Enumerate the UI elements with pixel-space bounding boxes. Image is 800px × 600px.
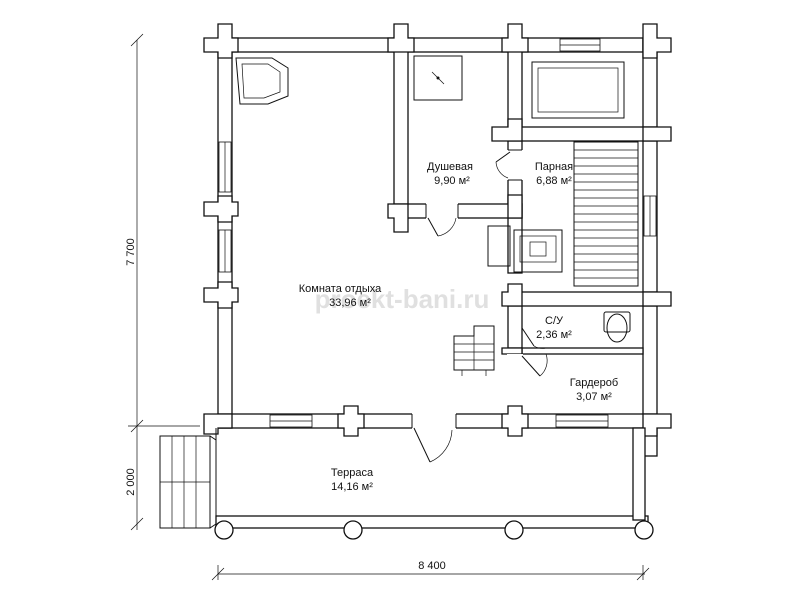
room-wardrobe-name: Гардероб — [570, 377, 618, 389]
dimension-height-terrace: 2 000 — [125, 468, 137, 496]
doors — [411, 149, 548, 463]
dimension-height-main: 7 700 — [125, 238, 137, 266]
room-terrace-area: 14,16 м² — [331, 481, 373, 493]
room-wardrobe-area: 3,07 м² — [576, 391, 612, 403]
room-steam-area: 6,88 м² — [536, 175, 572, 187]
room-labels: Комната отдыха 33,96 м² Душевая 9,90 м² … — [299, 161, 618, 493]
watermark: proekt-bani.ru — [315, 284, 490, 314]
room-shower-area: 9,90 м² — [434, 175, 470, 187]
furniture — [235, 55, 639, 376]
room-rest-area: 33,96 м² — [329, 297, 371, 309]
room-terrace-name: Терраса — [331, 467, 374, 479]
room-wc-area: 2,36 м² — [536, 329, 572, 341]
dimension-lines — [128, 33, 650, 581]
dimension-width: 8 400 — [418, 560, 446, 572]
bench-slats — [574, 149, 638, 279]
windows — [218, 38, 657, 428]
room-shower-name: Душевая — [427, 161, 473, 173]
terrace — [159, 427, 654, 540]
room-wc-name: С/У — [545, 315, 564, 327]
log-corners — [203, 23, 672, 437]
room-rest-name: Комната отдыха — [299, 283, 382, 295]
room-steam-name: Парная — [535, 161, 573, 173]
